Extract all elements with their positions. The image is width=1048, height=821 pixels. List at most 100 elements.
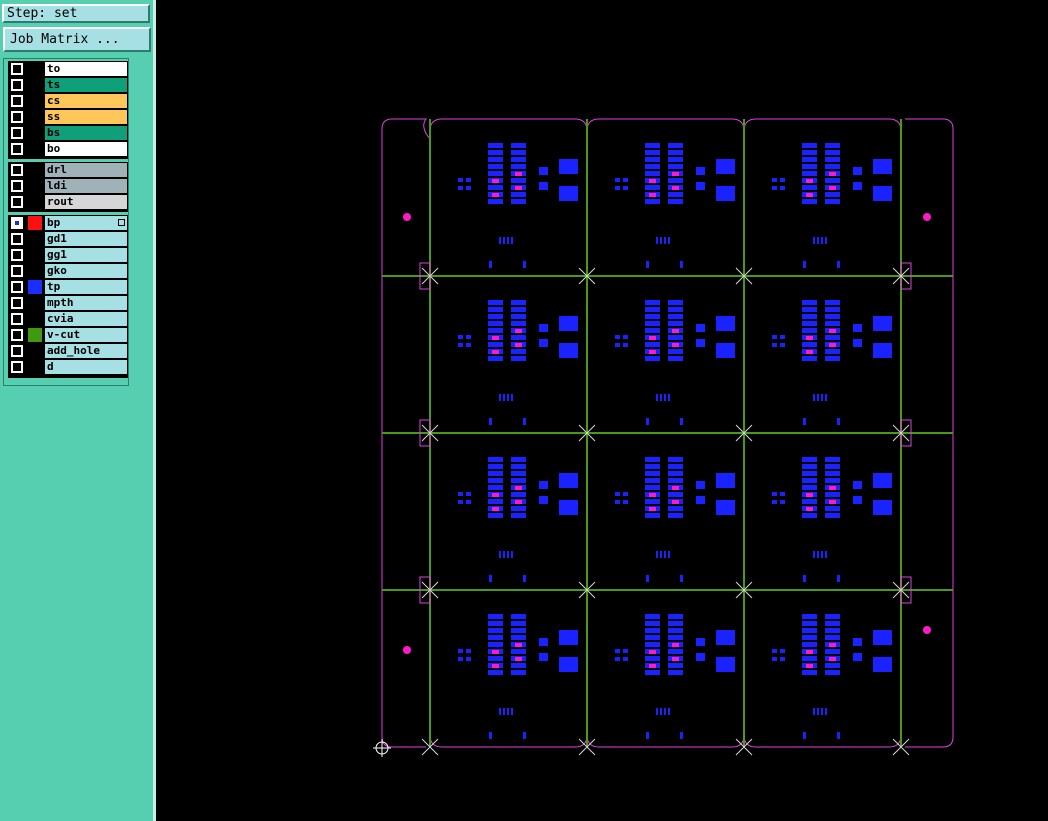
layer-checkbox[interactable] [11,281,23,293]
layer-checkbox[interactable] [11,143,23,155]
pad [507,237,509,244]
layer-name-label[interactable]: rout [45,195,127,209]
layer-name-label[interactable]: v-cut [45,328,127,342]
layer-name-label[interactable]: gd1 [45,232,127,246]
pad [488,478,503,483]
layer-checkbox[interactable] [11,297,23,309]
layer-color-swatch[interactable] [28,126,42,140]
layer-checkbox[interactable] [11,63,23,75]
layer-checkbox[interactable] [11,233,23,245]
pad [772,178,777,182]
layer-row-mpth[interactable]: mpth [8,295,128,310]
layer-name-label[interactable]: ldi [45,179,127,193]
pad [559,159,578,174]
layer-row-drl[interactable]: drl [8,162,128,177]
layer-name-label[interactable]: to [45,62,127,76]
layer-row-ldi[interactable]: ldi [8,178,128,193]
layer-color-swatch[interactable] [28,142,42,156]
layer-color-swatch[interactable] [28,195,42,209]
layer-color-swatch[interactable] [28,62,42,76]
layer-name-label[interactable]: bo [45,142,127,156]
layer-name-label[interactable]: drl [45,163,127,177]
pad [458,657,463,661]
layer-name-label[interactable]: bs [45,126,127,140]
layer-color-swatch[interactable] [28,110,42,124]
layer-color-swatch[interactable] [28,232,42,246]
layer-name-label[interactable]: add_hole [45,344,127,358]
layer-color-swatch[interactable] [28,344,42,358]
layer-checkbox[interactable] [11,180,23,192]
layer-color-swatch[interactable] [28,179,42,193]
layer-row-gg1[interactable]: gg1 [8,247,128,262]
layer-checkbox[interactable] [11,361,23,373]
pad-hot [806,193,813,197]
layer-checkbox[interactable] [11,164,23,176]
layer-checkbox[interactable] [11,95,23,107]
layer-name-label[interactable]: cvia [45,312,127,326]
pad [873,316,892,331]
layer-color-swatch[interactable] [28,163,42,177]
pad [802,199,817,204]
pad [466,186,471,190]
layer-checkbox[interactable] [11,345,23,357]
layer-color-swatch[interactable] [28,296,42,310]
layer-row-cvia[interactable]: cvia [8,311,128,326]
job-matrix-button[interactable]: Job Matrix ... [3,27,151,52]
layer-name-label[interactable]: bp [45,216,127,230]
layer-name-label[interactable]: ss [45,110,127,124]
layer-color-swatch[interactable] [28,216,42,230]
layer-row-to[interactable]: to [8,61,128,76]
cross-mark [735,738,753,756]
layer-checkbox[interactable] [11,265,23,277]
layer-row-ss[interactable]: ss [8,109,128,124]
layer-color-swatch[interactable] [28,360,42,374]
layer-row-tp[interactable]: tp [8,279,128,294]
layer-color-swatch[interactable] [28,280,42,294]
layer-color-swatch[interactable] [28,78,42,92]
layer-color-swatch[interactable] [28,328,42,342]
layer-row-bp[interactable]: bp [8,215,128,230]
layer-checkbox[interactable] [11,111,23,123]
pad [458,186,463,190]
pad [511,478,526,483]
layer-name-label[interactable]: ts [45,78,127,92]
layer-row-d[interactable]: d [8,359,128,374]
layer-checkbox[interactable] [11,249,23,261]
layer-checkbox[interactable] [11,196,23,208]
pad [511,513,526,518]
origin-crosshair [373,739,391,757]
layer-color-swatch[interactable] [28,94,42,108]
pad [559,657,578,672]
pad [802,485,817,490]
layer-checkbox[interactable] [11,127,23,139]
layer-name-label[interactable]: d [45,360,127,374]
layer-row-gd1[interactable]: gd1 [8,231,128,246]
layer-row-ts[interactable]: ts [8,77,128,92]
layer-row-bs[interactable]: bs [8,125,128,140]
layer-name-label[interactable]: mpth [45,296,127,310]
layer-options-icon[interactable] [118,219,125,226]
layer-name-label[interactable]: cs [45,94,127,108]
graphics-canvas[interactable] [156,0,1048,821]
layer-color-swatch[interactable] [28,312,42,326]
layer-name-label[interactable]: tp [45,280,127,294]
pad [488,485,503,490]
layer-name-label[interactable]: gko [45,264,127,278]
layer-name-label[interactable]: gg1 [45,248,127,262]
layer-row-add_hole[interactable]: add_hole [8,343,128,358]
layer-checkbox[interactable] [11,79,23,91]
layer-checkbox[interactable] [11,329,23,341]
layer-row-cs[interactable]: cs [8,93,128,108]
layer-row-bo[interactable]: bo [8,141,128,156]
pad [780,343,785,347]
layer-row-gko[interactable]: gko [8,263,128,278]
layer-list: to ts cs ss bs bo drl ldi rout bp gd1 gg1 gko tp mpt… [3,58,129,386]
pad [511,621,526,626]
layer-row-rout[interactable]: rout [8,194,128,209]
layer-color-swatch[interactable] [28,264,42,278]
pad [488,164,503,169]
layer-checkbox[interactable] [11,313,23,325]
layer-color-swatch[interactable] [28,248,42,262]
layer-checkbox[interactable] [11,217,23,229]
layer-row-v-cut[interactable]: v-cut [8,327,128,342]
